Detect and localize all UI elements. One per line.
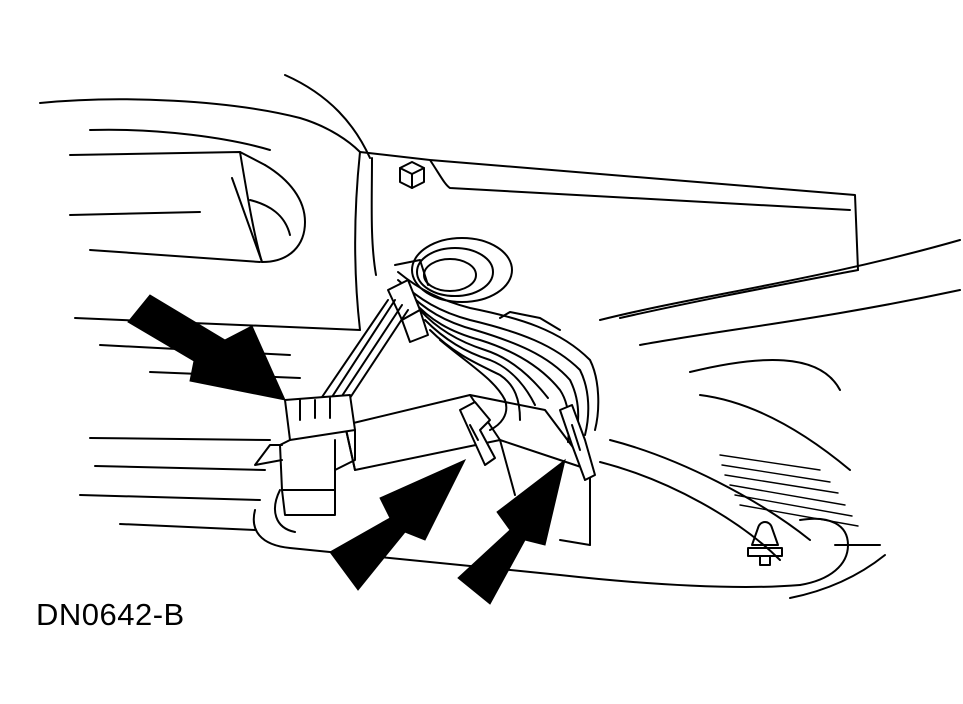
electrical-connector — [254, 394, 356, 516]
arrow-middle-icon — [329, 458, 467, 591]
connector-wires — [319, 299, 409, 405]
arrow-right-icon — [457, 458, 566, 605]
harness-tie — [387, 259, 429, 343]
arrow-left-icon — [127, 294, 286, 401]
panel-louvers — [719, 454, 859, 527]
mounting-bolt — [399, 161, 425, 189]
figure-reference-code: DN0642-B — [36, 597, 185, 632]
upper-trim-panel — [39, 74, 371, 263]
mounting-bracket — [354, 151, 859, 331]
wire-harness — [397, 271, 600, 443]
harness-grommet — [411, 237, 513, 303]
push-pin-clip — [747, 521, 783, 566]
harness-retaining-clip-right — [559, 404, 596, 481]
harness-retaining-clip-middle — [459, 401, 496, 466]
